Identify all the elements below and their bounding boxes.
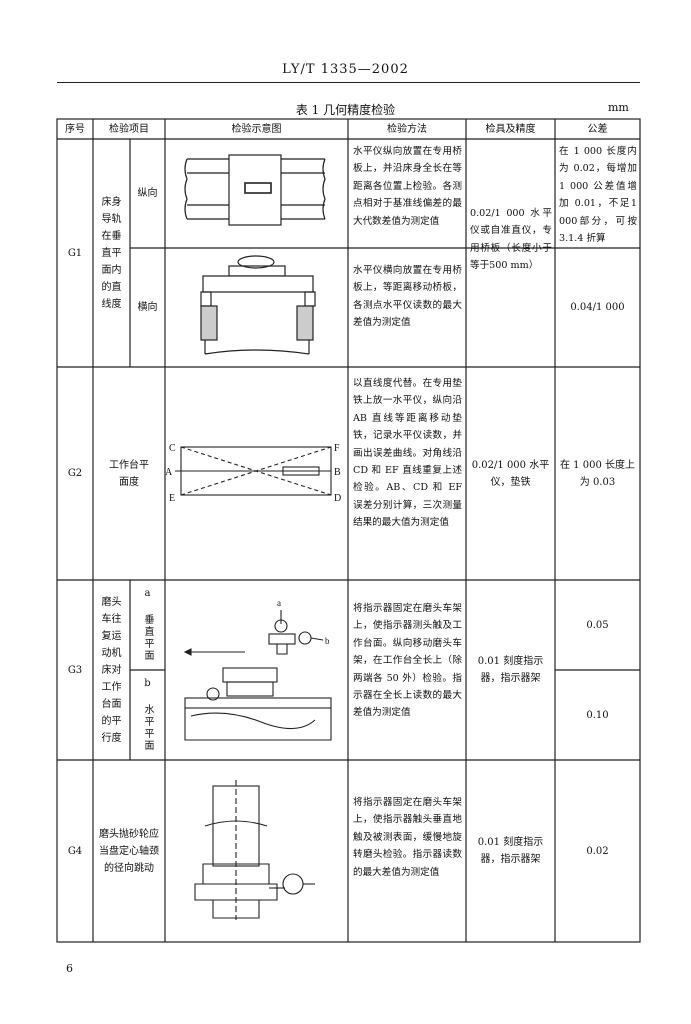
label-f: F — [334, 443, 340, 454]
row-g3-no: G3 — [67, 664, 83, 676]
row-g3-sub-horizontal: b 水平平面 — [142, 678, 153, 752]
row-g2-method: 以直线度代替。在专用垫铁上放一水平仪，纵向沿 AB 直线等距离移动垫铁，记录水平… — [353, 378, 462, 529]
row-g2-tolerance: 在 1 000 长度上为 0.03 — [560, 459, 635, 488]
col-header-tolerance: 公差 — [587, 123, 608, 135]
row-g1-method-2: 水平仪横向放置在专用桥板上，等距离移动桥板，各测点水平仪读数的最大差值为测定值 — [353, 265, 462, 329]
row-g4-no: G4 — [67, 845, 83, 857]
col-header-method: 检验方法 — [387, 123, 427, 135]
header-rule — [57, 82, 640, 83]
label-b: b — [325, 636, 330, 646]
row-g2-no: G2 — [67, 468, 83, 479]
label-a: A — [165, 467, 173, 478]
row-g3-tolerance-a: 0.05 — [586, 619, 609, 631]
row-g1-tools: 0.02/1 000 水平仪或自准直仪，专用桥板（长度小于等于500 mm） — [470, 208, 552, 272]
page-number: 6 — [66, 962, 73, 975]
row-g3-tolerance-b: 0.10 — [586, 709, 609, 721]
row-g3-item: 磨头车往复运动机床对工作台面的平行度 — [101, 596, 122, 744]
g1-longitudinal-diagram — [184, 154, 326, 226]
label-d: D — [334, 493, 341, 504]
g1-transverse-diagram — [200, 255, 316, 355]
col-header-diagram: 检验示意图 — [231, 123, 282, 135]
label-a: a — [277, 598, 281, 608]
row-g1-method-1: 水平仪纵向放置在专用桥板上，并沿床身全长在等距离各位置上检验。各测点相对于基准线… — [353, 146, 462, 227]
row-g1-sub-transverse: 横向 — [137, 302, 158, 313]
row-g3-sub-vertical: a 垂直平面 — [142, 588, 153, 662]
label-e: E — [169, 493, 175, 504]
row-g1-tolerance-1: 在 1 000 长度内为 0.02，每增加1 000 公差值增加 0.01，不足… — [559, 146, 637, 245]
g4-spindle-diagram — [194, 780, 315, 920]
row-g2-tools: 0.02/1 000 水平仪，垫铁 — [471, 459, 550, 488]
row-g4-tolerance: 0.02 — [586, 845, 609, 857]
row-g2-item: 工作台平面度 — [109, 459, 149, 488]
table-unit: mm — [608, 101, 629, 114]
g2-table-diagram: C A E F B D — [165, 443, 341, 504]
standard-header: LY/T 1335—2002 — [282, 62, 409, 77]
row-g4-item: 磨头抛砂轮应当盘定心轴颈的径向跳动 — [99, 828, 159, 874]
col-header-item: 检验项目 — [109, 123, 149, 135]
label-b: B — [334, 467, 341, 478]
col-header-tools: 检具及精度 — [485, 123, 536, 135]
row-g1-no: G1 — [67, 247, 83, 259]
g3-grinder-diagram: a b — [183, 598, 332, 741]
label-c: C — [169, 443, 176, 454]
row-g1-sub-longitudinal: 纵向 — [137, 188, 158, 199]
row-g4-tools: 0.01 刻度指示器，指示器架 — [477, 837, 544, 865]
col-header-no: 序号 — [65, 123, 85, 135]
row-g1-tolerance-2: 0.04/1 000 — [570, 302, 625, 313]
table-caption: 表 1 几何精度检验 — [295, 103, 396, 117]
row-g3-tools: 0.01 刻度指示器，指示器架 — [477, 656, 544, 684]
row-g3-method: 将指示器固定在磨头车架上，使指示器测头触及工作台面。纵向移动磨头车架，在工作台全… — [353, 603, 462, 719]
row-g1-item: 床身导轨在垂直平面内的直线度 — [101, 196, 122, 310]
row-g4-method: 将指示器固定在磨头车架上，使指示器触头垂直地触及被测表面，缓慢地旋转磨头检验。指… — [353, 797, 462, 878]
